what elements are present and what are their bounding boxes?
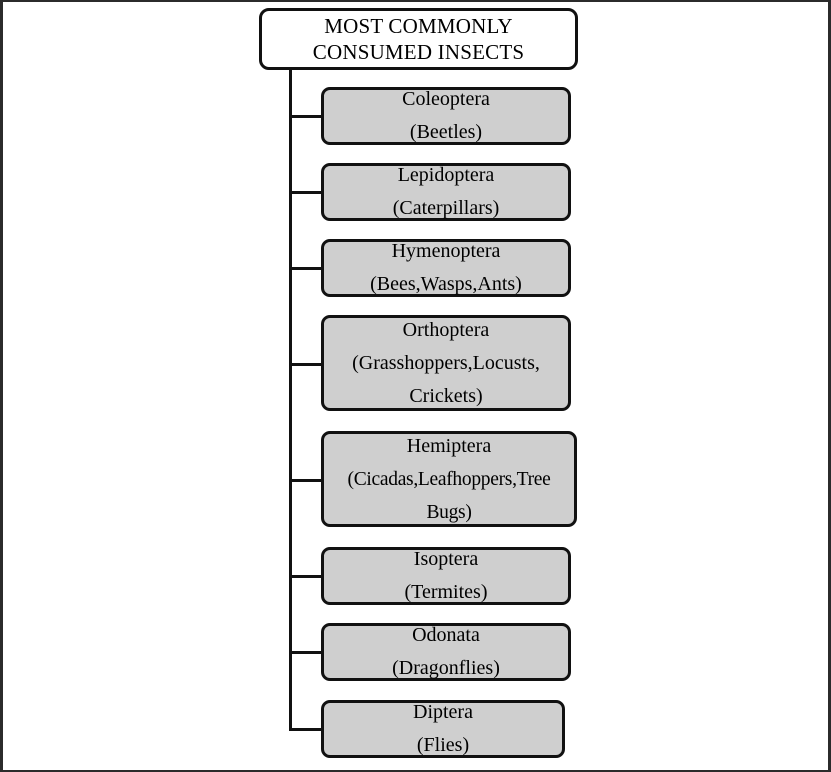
node-orthoptera-common-line-2: Crickets) (409, 384, 483, 407)
node-diptera-common: (Flies) (416, 734, 470, 756)
branch-connector-coleoptera (289, 115, 323, 118)
node-hymenoptera-common: (Bees,Wasps,Ants) (370, 273, 522, 295)
node-orthoptera-common-line-1: (Grasshoppers,Locusts, (352, 351, 540, 374)
node-lepidoptera-order: Lepidoptera (397, 164, 495, 186)
node-odonata: Odonata (Dragonflies) (321, 623, 571, 681)
node-odonata-order: Odonata (412, 624, 480, 646)
node-odonata-common: (Dragonflies) (392, 657, 500, 679)
node-hymenoptera: Hymenoptera (Bees,Wasps,Ants) (321, 239, 571, 297)
node-isoptera-order: Isoptera (413, 548, 479, 570)
branch-connector-lepidoptera (289, 191, 323, 194)
node-hemiptera-common-line-1: (Cicadas,Leafhoppers,Tree (347, 468, 551, 490)
node-diptera-order: Diptera (413, 701, 473, 723)
node-coleoptera-order: Coleoptera (402, 88, 490, 110)
branch-connector-hemiptera (289, 479, 323, 482)
node-isoptera: Isoptera (Termites) (321, 547, 571, 605)
branch-connector-isoptera (289, 575, 323, 578)
node-coleoptera-common: (Beetles) (409, 121, 483, 143)
node-hemiptera: Hemiptera (Cicadas,Leafhoppers,Tree Bugs… (321, 431, 577, 527)
root-node-most-commonly-consumed-insects: MOST COMMONLY CONSUMED INSECTS (259, 8, 578, 70)
root-title-line-2: CONSUMED INSECTS (312, 40, 525, 64)
node-diptera: Diptera (Flies) (321, 700, 565, 758)
node-orthoptera-order: Orthoptera (402, 318, 490, 341)
node-hemiptera-common-line-2: Bugs) (426, 501, 472, 523)
node-orthoptera: Orthoptera (Grasshoppers,Locusts, Cricke… (321, 315, 571, 411)
node-lepidoptera-common: (Caterpillars) (392, 197, 500, 219)
root-title-line-1: MOST COMMONLY (324, 14, 513, 38)
node-lepidoptera: Lepidoptera (Caterpillars) (321, 163, 571, 221)
branch-connector-diptera (289, 728, 323, 731)
branch-connector-odonata (289, 651, 323, 654)
trunk-connector-line (289, 70, 292, 731)
node-isoptera-common: (Termites) (404, 581, 488, 603)
branch-connector-hymenoptera (289, 267, 323, 270)
branch-connector-orthoptera (289, 363, 323, 366)
node-hymenoptera-order: Hymenoptera (391, 240, 501, 262)
node-hemiptera-order: Hemiptera (406, 434, 492, 457)
node-coleoptera: Coleoptera (Beetles) (321, 87, 571, 145)
